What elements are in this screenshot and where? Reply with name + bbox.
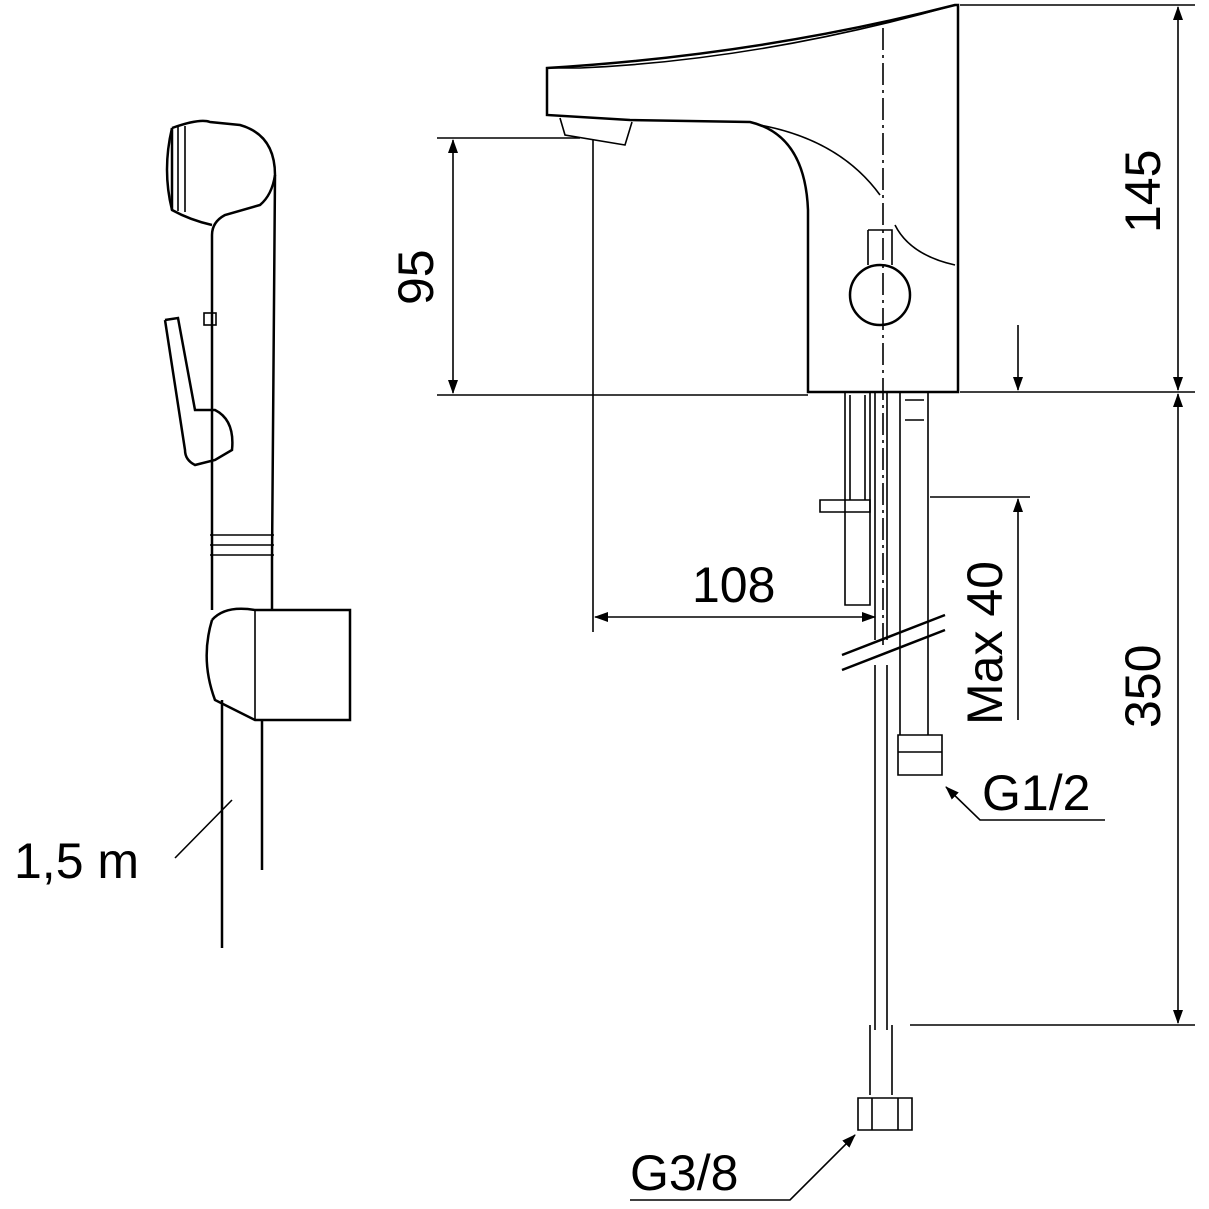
connection-g38: G3/8: [630, 1134, 856, 1201]
connection-g12: G1/2: [945, 765, 1105, 821]
g12-label: G1/2: [982, 765, 1090, 821]
dimension-max40: Max 40: [930, 325, 1030, 725]
g38-label: G3/8: [630, 1145, 738, 1201]
hand-shower: 1,5 m: [14, 119, 352, 948]
hose-lower-label: 350: [1115, 645, 1171, 728]
dimension-95: 95: [388, 137, 808, 396]
body-height-label: 145: [1115, 150, 1171, 233]
spout-height-label: 95: [388, 249, 444, 305]
dimension-108: 108: [592, 140, 876, 632]
reach-label: 108: [692, 557, 775, 613]
faucet-body: [545, 3, 960, 394]
max-thickness-label: Max 40: [957, 561, 1013, 725]
hose-length-label: 1,5 m: [14, 833, 139, 889]
dimension-145-350: 145 350: [910, 4, 1195, 1026]
fittings: [819, 392, 946, 1131]
break-lines: [841, 613, 946, 672]
